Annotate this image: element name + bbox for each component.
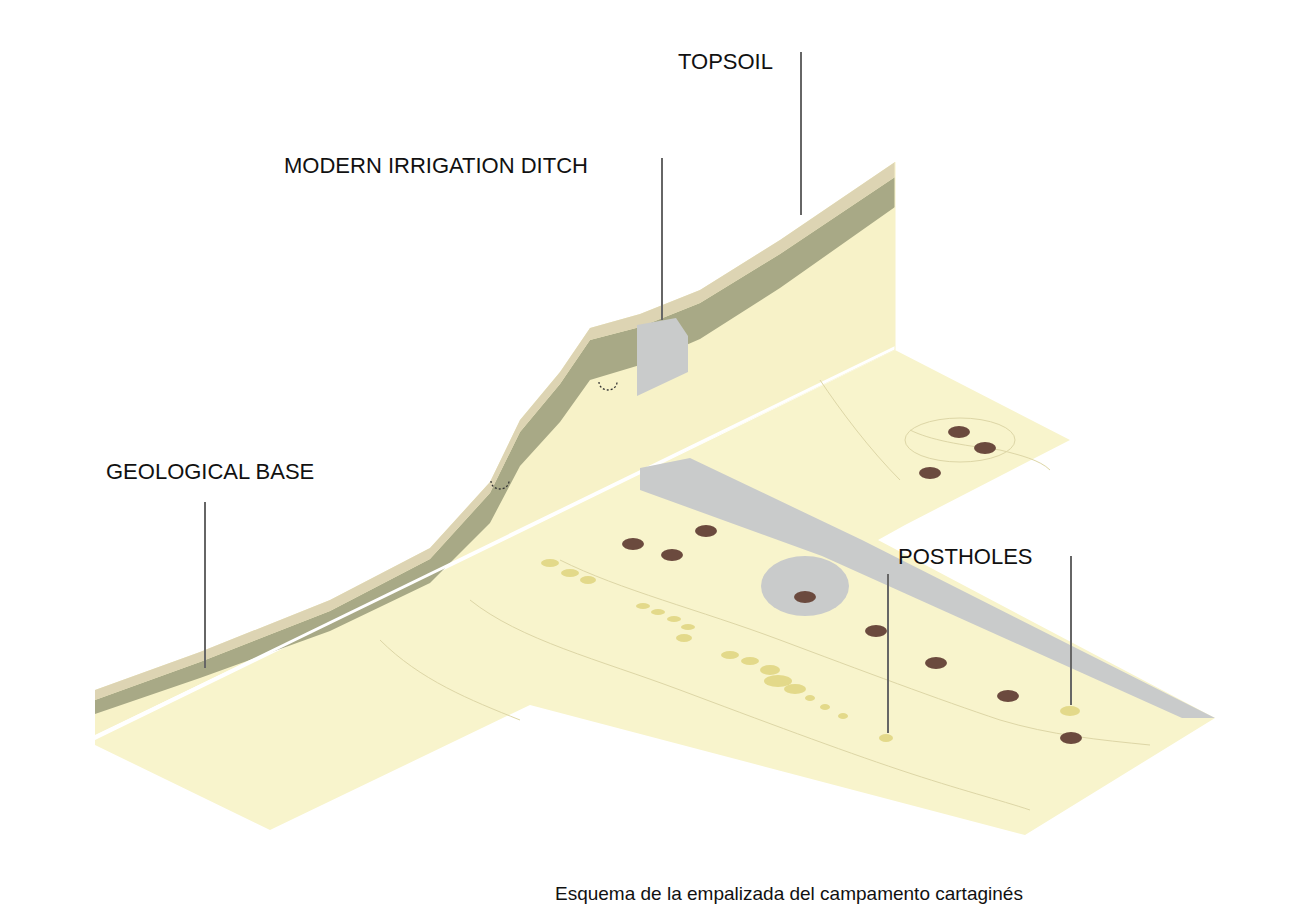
posthole xyxy=(919,467,941,479)
posthole xyxy=(741,657,759,665)
contour-line xyxy=(380,640,520,720)
posthole xyxy=(622,538,644,550)
posthole xyxy=(948,426,970,438)
posthole xyxy=(561,569,579,577)
posthole xyxy=(997,690,1019,702)
ditch-plan xyxy=(640,458,1215,718)
posthole-section xyxy=(491,481,509,489)
part-label: POSTHOLES xyxy=(898,545,1032,569)
posthole xyxy=(1060,732,1082,744)
posthole xyxy=(681,624,695,630)
leader-line xyxy=(661,158,663,320)
contour-line xyxy=(820,380,900,480)
part-label: MODERN IRRIGATION DITCH xyxy=(284,154,588,178)
posthole xyxy=(794,591,816,603)
posthole xyxy=(580,576,596,584)
geological-base xyxy=(95,162,895,735)
posthole xyxy=(651,609,665,615)
section-edge xyxy=(895,162,896,350)
posthole xyxy=(760,665,780,675)
posthole xyxy=(1060,706,1080,716)
leader-line xyxy=(800,52,802,215)
caption: Esquema de la empalizada del campamento … xyxy=(555,884,1023,905)
leader-line xyxy=(204,502,206,668)
posthole xyxy=(805,695,815,701)
subsoil-band xyxy=(95,177,895,714)
topsoil-band xyxy=(95,162,895,700)
section-edge xyxy=(95,264,1067,737)
posthole xyxy=(695,525,717,537)
ditch-section xyxy=(637,318,688,396)
posthole xyxy=(820,704,830,710)
part-label: GEOLOGICAL BASE xyxy=(106,460,314,484)
leader-line xyxy=(887,574,889,733)
posthole xyxy=(541,559,559,567)
posthole xyxy=(784,684,806,694)
posthole xyxy=(661,549,683,561)
posthole xyxy=(974,442,996,454)
posthole-section xyxy=(599,382,617,390)
part-label: TOPSOIL xyxy=(678,50,773,74)
contour-line xyxy=(470,600,1030,810)
posthole xyxy=(667,616,681,622)
posthole xyxy=(838,713,848,719)
posthole xyxy=(865,625,887,637)
posthole xyxy=(764,675,792,687)
posthole xyxy=(636,603,650,609)
contour-line xyxy=(910,430,1050,470)
posthole xyxy=(721,651,739,659)
contour-line xyxy=(905,418,1015,462)
leader-line xyxy=(1070,556,1072,705)
posthole xyxy=(879,734,893,742)
posthole xyxy=(925,657,947,669)
pit xyxy=(761,556,849,616)
posthole xyxy=(676,634,692,642)
